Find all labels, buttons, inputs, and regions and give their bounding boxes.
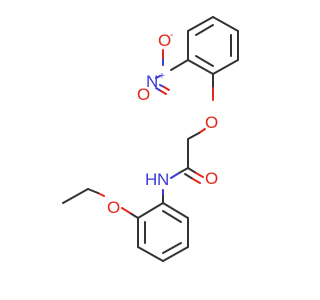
bond bbox=[87, 188, 99, 194]
bond bbox=[170, 59, 189, 71]
bond bbox=[187, 59, 214, 75]
atom-labels: O - N + O O O N H O bbox=[107, 30, 218, 217]
bond bbox=[192, 178, 201, 184]
bond bbox=[129, 212, 139, 219]
nitro-nitrogen-charge: + bbox=[159, 71, 165, 82]
carbonyl-oxygen-label: O bbox=[205, 169, 218, 188]
bond bbox=[212, 16, 239, 32]
bond bbox=[155, 75, 161, 79]
bond bbox=[62, 188, 89, 204]
bond bbox=[178, 167, 189, 174]
bond bbox=[187, 167, 197, 174]
bond bbox=[170, 172, 180, 179]
bond bbox=[137, 202, 164, 219]
molecule-structure: O - N + O O O N H O bbox=[62, 16, 239, 262]
bond bbox=[97, 192, 105, 197]
bond-inner bbox=[195, 55, 214, 67]
ethoxy-oxygen-label: O bbox=[107, 198, 120, 217]
bond-inner bbox=[162, 210, 182, 223]
bond bbox=[198, 128, 206, 134]
nitro-oxygen-top-label: O bbox=[158, 31, 171, 50]
nitro-oxygen-charge: - bbox=[170, 30, 173, 41]
nitro-oxygen-side-label: O bbox=[137, 85, 150, 104]
bond bbox=[137, 246, 164, 262]
bond bbox=[184, 173, 194, 180]
bond bbox=[187, 16, 214, 32]
ether-oxygen-label: O bbox=[205, 113, 218, 132]
bond-inner bbox=[195, 24, 214, 36]
bond-inner bbox=[162, 242, 182, 254]
bond bbox=[195, 172, 204, 178]
bond bbox=[162, 202, 189, 219]
bond-lines bbox=[62, 16, 239, 262]
bond bbox=[162, 246, 189, 262]
bond bbox=[160, 90, 167, 95]
nitro-nitrogen-label: N bbox=[146, 72, 158, 91]
amide-nitrogen-label: N bbox=[157, 170, 169, 189]
bond bbox=[121, 207, 131, 214]
bond bbox=[187, 132, 200, 140]
amide-hydrogen-label: H bbox=[145, 170, 157, 189]
bond bbox=[163, 86, 170, 91]
bond bbox=[212, 59, 239, 75]
